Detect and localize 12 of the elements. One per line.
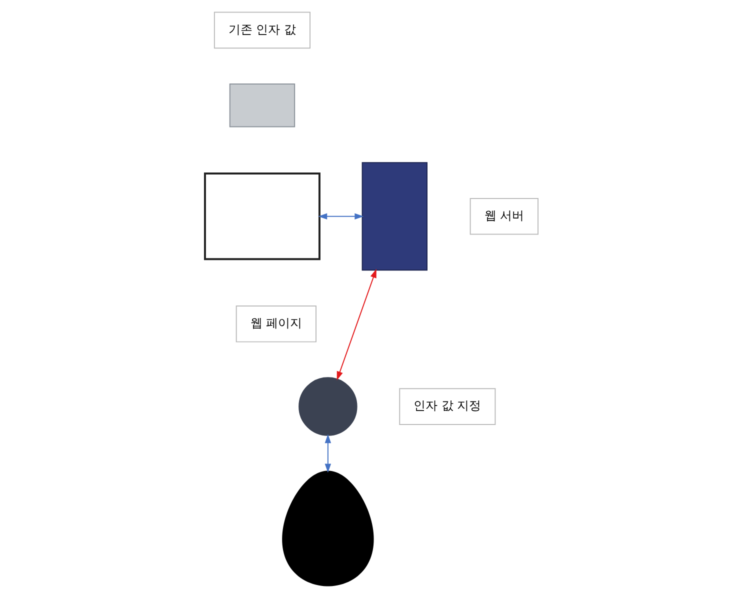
arrow [318, 213, 364, 220]
node-box [362, 162, 428, 271]
node-box: 웹 페이지 [236, 305, 316, 342]
node-box: 기존 인자 값 [214, 12, 311, 49]
node-circle [298, 377, 358, 436]
node-box [229, 83, 296, 128]
node-box: 인자 값 지정 [399, 388, 496, 425]
node-person [282, 470, 374, 586]
node-box [204, 172, 320, 260]
arrow [336, 268, 376, 380]
node-box: 웹 서버 [470, 198, 539, 235]
arrow [324, 434, 332, 473]
